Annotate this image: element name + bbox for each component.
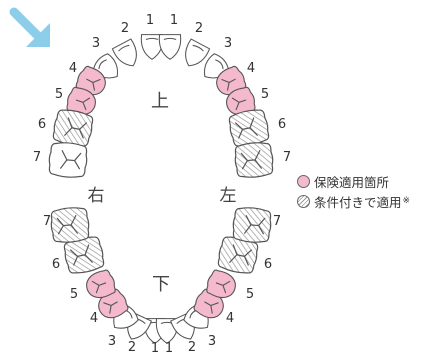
tooth-groove: [69, 244, 93, 266]
lower-jaw-label: 下: [152, 274, 170, 295]
left-side-label: 左: [220, 186, 237, 206]
tooth-number-lower-right-2: 2: [128, 340, 136, 355]
tooth-groove: [98, 59, 107, 70]
tooth-number-upper-right-3: 3: [92, 36, 100, 51]
tooth-crown: [75, 65, 106, 96]
upper-jaw-label: 上: [151, 91, 169, 112]
tooth-lower-right-5: [86, 269, 116, 299]
tooth-number-upper-right-6: 6: [38, 117, 46, 132]
tooth-groove: [204, 301, 219, 314]
tooth-lower-right-7: [50, 207, 90, 243]
tooth-crown: [158, 34, 182, 60]
tooth-groove: [86, 78, 101, 91]
tooth-number-upper-right-1: 1: [146, 13, 154, 28]
tooth-number-upper-left-6: 6: [278, 117, 286, 132]
tooth-upper-left-7: [234, 142, 274, 178]
tooth-groove: [234, 117, 258, 139]
tooth-number-upper-right-2: 2: [121, 21, 129, 36]
insured-swatch-icon: [297, 174, 310, 188]
legend-conditional-label: 条件付きで適用: [314, 194, 402, 210]
tooth-number-lower-right-3: 3: [108, 334, 116, 349]
legend: 保険適用箇所 条件付きで適用※: [297, 171, 410, 211]
legend-item-insured: 保険適用箇所: [297, 171, 410, 191]
tooth-upper-left-2: [185, 38, 211, 67]
tooth-crown: [185, 38, 211, 67]
tooth-groove: [56, 215, 78, 235]
tooth-number-upper-left-1: 1: [170, 13, 178, 28]
tooth-number-lower-right-6: 6: [52, 257, 60, 272]
pointer-arrow-icon: [9, 7, 50, 47]
tooth-number-lower-left-2: 2: [188, 340, 196, 355]
conditional-swatch-icon: [297, 194, 310, 208]
tooth-number-lower-left-6: 6: [264, 257, 272, 272]
tooth-number-lower-left-4: 4: [226, 311, 234, 326]
right-side-label: 右: [88, 186, 105, 206]
tooth-number-upper-left-3: 3: [224, 36, 232, 51]
tooth-number-upper-left-5: 5: [261, 87, 269, 102]
tooth-groove: [192, 44, 204, 52]
tooth-lower-left-5: [206, 269, 236, 299]
tooth-crown: [86, 269, 116, 299]
tooth-groove: [163, 37, 177, 40]
tooth-number-upper-right-4: 4: [69, 61, 77, 76]
tooth-groove: [91, 280, 107, 294]
tooth-upper-right-6: [52, 109, 94, 147]
tooth-groove: [75, 97, 91, 111]
tooth-number-upper-right-5: 5: [55, 87, 63, 102]
tooth-crown: [206, 269, 236, 299]
tooth-crown: [111, 38, 137, 67]
tooth-number-lower-left-3: 3: [208, 334, 216, 349]
legend-note-mark: ※: [402, 196, 411, 206]
tooth-upper-right-2: [111, 38, 137, 67]
tooth-upper-right-5: [66, 86, 96, 116]
tooth-number-lower-left-5: 5: [246, 287, 254, 302]
tooth-number-lower-right-1: 1: [151, 341, 159, 356]
tooth-groove: [215, 59, 224, 70]
tooth-groove: [118, 44, 130, 52]
tooth-groove: [145, 37, 159, 40]
tooth-lower-left-7: [232, 207, 272, 243]
tooth-groove: [221, 78, 236, 91]
tooth-number-lower-right-5: 5: [70, 287, 78, 302]
tooth-groove: [215, 280, 231, 294]
tooth-crown: [66, 86, 96, 116]
legend-insured-label: 保険適用箇所: [314, 174, 390, 190]
tooth-number-upper-left-4: 4: [247, 61, 255, 76]
tooth-groove: [244, 215, 266, 235]
tooth-number-upper-left-7: 7: [283, 150, 291, 165]
tooth-upper-right-4: [75, 65, 106, 96]
tooth-upper-right-7: [48, 142, 88, 178]
tooth-groove: [60, 150, 82, 170]
tooth-number-lower-right-7: 7: [43, 214, 51, 229]
legend-item-conditional: 条件付きで適用※: [297, 191, 410, 211]
tooth-groove: [64, 117, 88, 139]
tooth-number-upper-left-2: 2: [195, 21, 203, 36]
tooth-upper-left-1: [158, 34, 182, 60]
tooth-groove: [103, 301, 118, 314]
tooth-number-upper-right-7: 7: [33, 150, 41, 165]
tooth-number-lower-left-7: 7: [273, 214, 281, 229]
tooth-groove: [231, 97, 247, 111]
tooth-lower-right-6: [63, 236, 105, 274]
tooth-groove: [240, 150, 262, 170]
tooth-groove: [229, 244, 253, 266]
tooth-number-lower-right-4: 4: [90, 311, 98, 326]
tooth-number-lower-left-1: 1: [165, 341, 173, 356]
tooth-lower-left-6: [217, 236, 259, 274]
